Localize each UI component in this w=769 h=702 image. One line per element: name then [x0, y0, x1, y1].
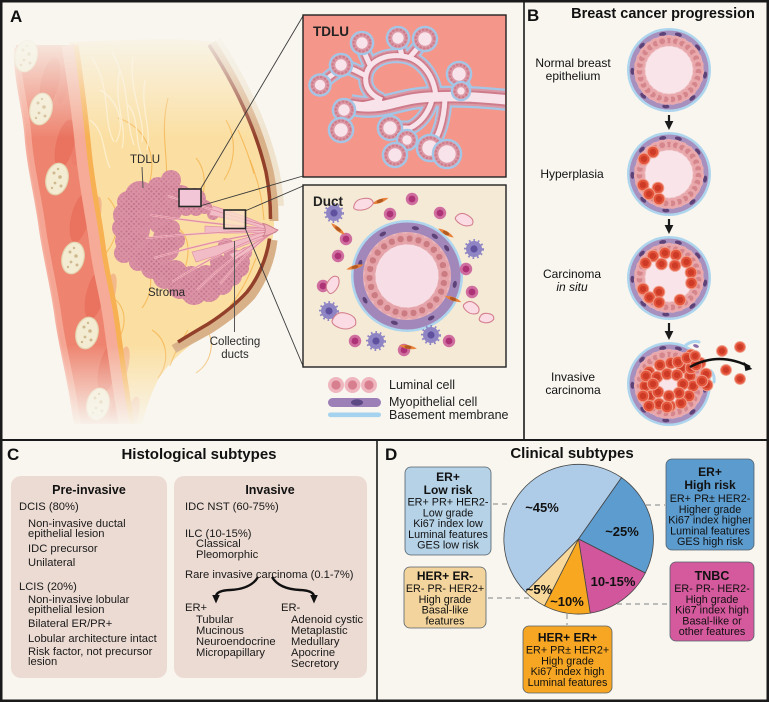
svg-text:Metaplastic: Metaplastic — [291, 625, 348, 637]
svg-text:other features: other features — [679, 626, 746, 638]
svg-text:ER+ PR± HER2+: ER+ PR± HER2+ — [526, 645, 609, 657]
svg-text:ER- PR- HER2+: ER- PR- HER2+ — [406, 583, 484, 595]
svg-text:ER+: ER+ — [185, 602, 207, 614]
svg-text:ER+: ER+ — [698, 465, 722, 479]
svg-text:Invasive: Invasive — [245, 483, 294, 497]
svg-text:Histological subtypes: Histological subtypes — [121, 446, 276, 463]
svg-text:Pleomorphic: Pleomorphic — [196, 549, 259, 561]
svg-text:ER-: ER- — [281, 602, 301, 614]
svg-text:Secretory: Secretory — [291, 658, 339, 670]
svg-text:Ki67 index higher: Ki67 index higher — [668, 515, 752, 527]
svg-text:Carcinoma: Carcinoma — [543, 267, 601, 281]
svg-text:ducts: ducts — [221, 349, 249, 361]
svg-text:Tubular: Tubular — [196, 614, 234, 626]
svg-text:High grade: High grade — [419, 594, 472, 606]
svg-text:lesion: lesion — [28, 656, 57, 668]
svg-text:~25%: ~25% — [605, 524, 639, 539]
svg-text:Ki67 index low: Ki67 index low — [413, 518, 483, 530]
svg-text:ER- PR- HER2-: ER- PR- HER2- — [674, 583, 750, 595]
svg-text:epithelial lesion: epithelial lesion — [28, 604, 105, 616]
svg-text:Medullary: Medullary — [291, 636, 340, 648]
svg-text:Basement membrane: Basement membrane — [389, 408, 509, 422]
svg-text:B: B — [527, 6, 539, 25]
svg-text:~5%: ~5% — [526, 582, 553, 597]
svg-text:HER+ ER-: HER+ ER- — [417, 569, 473, 583]
svg-text:HER+ ER+: HER+ ER+ — [538, 631, 597, 645]
svg-text:Low risk: Low risk — [424, 483, 473, 497]
svg-text:epithelium: epithelium — [546, 69, 601, 83]
svg-text:D: D — [385, 445, 397, 464]
svg-text:High risk: High risk — [684, 478, 736, 492]
svg-text:Micropapillary: Micropapillary — [196, 647, 265, 659]
svg-text:Rare invasive carcinoma (0.1-7: Rare invasive carcinoma (0.1-7%) — [185, 569, 354, 581]
svg-text:carcinoma: carcinoma — [545, 383, 601, 397]
svg-text:Non-invasive ductal: Non-invasive ductal — [28, 518, 126, 530]
svg-text:Luminal features: Luminal features — [528, 677, 608, 689]
svg-text:Duct: Duct — [313, 194, 344, 209]
svg-text:features: features — [425, 615, 465, 627]
svg-text:Myopithelial cell: Myopithelial cell — [389, 395, 477, 409]
svg-text:Breast cancer progression: Breast cancer progression — [571, 6, 755, 22]
svg-text:DCIS (80%): DCIS (80%) — [19, 501, 79, 513]
svg-text:LCIS (20%): LCIS (20%) — [19, 581, 77, 593]
svg-text:~10%: ~10% — [550, 594, 584, 609]
svg-text:Normal breast: Normal breast — [535, 56, 611, 70]
svg-text:GES high risk: GES high risk — [677, 536, 744, 548]
svg-text:Lobular architecture intact: Lobular architecture intact — [28, 633, 158, 645]
svg-text:Higher grade: Higher grade — [679, 504, 741, 516]
svg-text:Unilateral: Unilateral — [28, 557, 75, 569]
svg-text:Invasive: Invasive — [551, 370, 595, 384]
svg-text:TNBC: TNBC — [695, 569, 730, 583]
svg-text:Stroma: Stroma — [148, 287, 186, 299]
svg-text:Hyperplasia: Hyperplasia — [540, 167, 604, 181]
svg-text:Non-invasive lobular: Non-invasive lobular — [28, 594, 130, 606]
svg-text:Classical: Classical — [196, 538, 241, 550]
svg-text:Pre-invasive: Pre-invasive — [52, 483, 126, 497]
svg-text:Ki67 index high: Ki67 index high — [675, 605, 749, 617]
svg-text:IDC precursor: IDC precursor — [28, 543, 98, 555]
svg-text:Apocrine: Apocrine — [291, 647, 335, 659]
svg-text:Basal-like or: Basal-like or — [682, 615, 742, 627]
svg-text:ER+ PR+ HER2-: ER+ PR+ HER2- — [407, 497, 488, 509]
svg-text:High grade: High grade — [541, 655, 594, 667]
svg-text:~45%: ~45% — [525, 500, 559, 515]
svg-text:Low grade: Low grade — [423, 507, 473, 519]
svg-text:ER+ PR± HER2-: ER+ PR± HER2- — [670, 493, 751, 505]
svg-text:GES low risk: GES low risk — [417, 540, 479, 552]
svg-text:Clinical subtypes: Clinical subtypes — [510, 445, 633, 462]
svg-text:10-15%: 10-15% — [591, 574, 636, 589]
svg-text:Neuroendocrine: Neuroendocrine — [196, 636, 276, 648]
svg-text:Adenoid cystic: Adenoid cystic — [291, 614, 364, 626]
svg-text:A: A — [10, 7, 22, 26]
svg-text:ILC (10-15%): ILC (10-15%) — [185, 528, 252, 540]
svg-text:TDLU: TDLU — [130, 154, 160, 166]
svg-text:epithelial lesion: epithelial lesion — [28, 528, 105, 540]
svg-text:Basal-like: Basal-like — [422, 605, 469, 617]
svg-text:Bilateral ER/PR+: Bilateral ER/PR+ — [28, 618, 112, 630]
svg-text:ER+: ER+ — [436, 470, 460, 484]
svg-text:Risk factor, not precursor: Risk factor, not precursor — [28, 646, 153, 658]
svg-text:Luminal cell: Luminal cell — [389, 378, 455, 392]
svg-text:in situ: in situ — [556, 280, 588, 294]
svg-text:Luminal features: Luminal features — [408, 529, 488, 541]
svg-text:IDC NST (60-75%): IDC NST (60-75%) — [185, 501, 279, 513]
svg-text:Luminal features: Luminal features — [670, 525, 750, 537]
svg-text:TDLU: TDLU — [313, 24, 349, 39]
svg-text:C: C — [7, 445, 19, 464]
svg-text:Collecting: Collecting — [210, 336, 261, 348]
svg-text:Mucinous: Mucinous — [196, 625, 244, 637]
svg-text:High grade: High grade — [686, 594, 739, 606]
svg-text:Ki67 index high: Ki67 index high — [531, 666, 605, 678]
